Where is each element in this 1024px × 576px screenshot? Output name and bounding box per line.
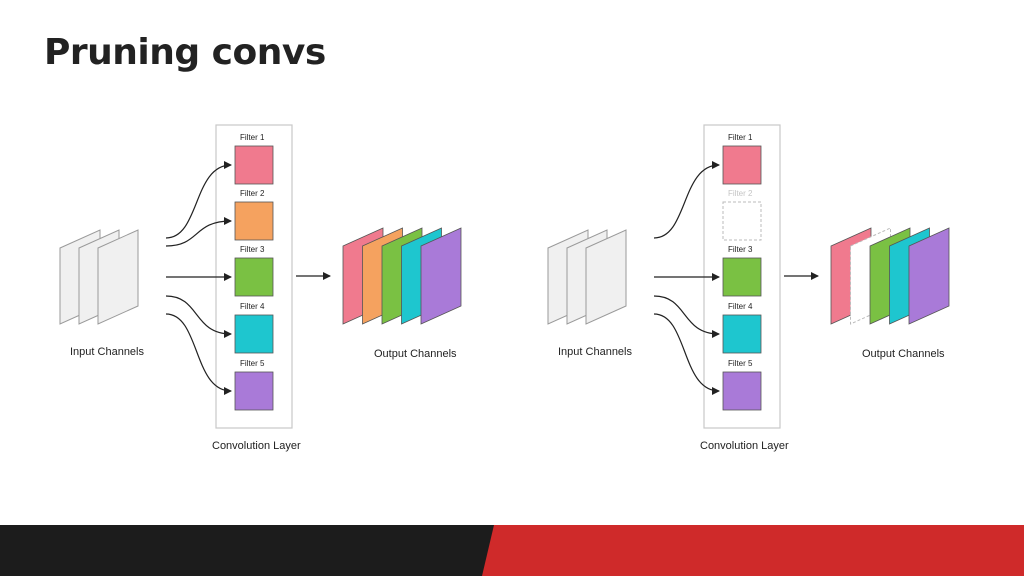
slide-title: Pruning convs (44, 32, 326, 73)
filter-square (722, 257, 762, 297)
pruned-filter-square (722, 201, 762, 241)
filter-label: Filter 1 (728, 133, 753, 142)
filter-square (722, 371, 762, 411)
footer-accent-band (482, 525, 1024, 576)
filter-square (722, 314, 762, 354)
filter-square (234, 257, 274, 297)
filter-arrow (165, 161, 232, 239)
filter-arrow (165, 313, 232, 395)
filter-square (234, 314, 274, 354)
filter-label: Filter 5 (240, 359, 265, 368)
filter-square (722, 145, 762, 185)
footer-bar (0, 525, 1024, 576)
filter-label: Filter 2 (240, 189, 265, 198)
filter-label: Filter 1 (240, 133, 265, 142)
input-arrows (653, 161, 720, 395)
filter-arrow (653, 313, 720, 395)
input-channels-label: Input Channels (558, 346, 632, 358)
input-channels-stack (547, 229, 627, 325)
output-channel-sheet (420, 227, 462, 325)
convolution-layer-label: Convolution Layer (212, 440, 301, 452)
input-channels-stack (59, 229, 139, 325)
input-channel-sheet (97, 229, 139, 325)
filter-label: Filter 2 (728, 189, 753, 198)
filter-label: Filter 4 (728, 302, 753, 311)
output-channel-sheet (908, 227, 950, 325)
filter-arrow (653, 295, 720, 338)
filter-arrow (165, 217, 232, 247)
filter-arrow (165, 295, 232, 338)
filter-label: Filter 3 (240, 245, 265, 254)
output-channels-stack (830, 227, 950, 325)
convolution-layer-label: Convolution Layer (700, 440, 789, 452)
input-channels-label: Input Channels (70, 346, 144, 358)
filter-label: Filter 4 (240, 302, 265, 311)
input-channel-sheet (585, 229, 627, 325)
output-channels-label: Output Channels (862, 348, 945, 360)
output-channels-label: Output Channels (374, 348, 457, 360)
filter-label: Filter 5 (728, 359, 753, 368)
input-arrows (165, 161, 232, 395)
output-channels-stack (342, 227, 462, 325)
filter-label: Filter 3 (728, 245, 753, 254)
filter-square (234, 145, 274, 185)
filter-square (234, 201, 274, 241)
filter-square (234, 371, 274, 411)
filter-arrow (653, 161, 720, 239)
